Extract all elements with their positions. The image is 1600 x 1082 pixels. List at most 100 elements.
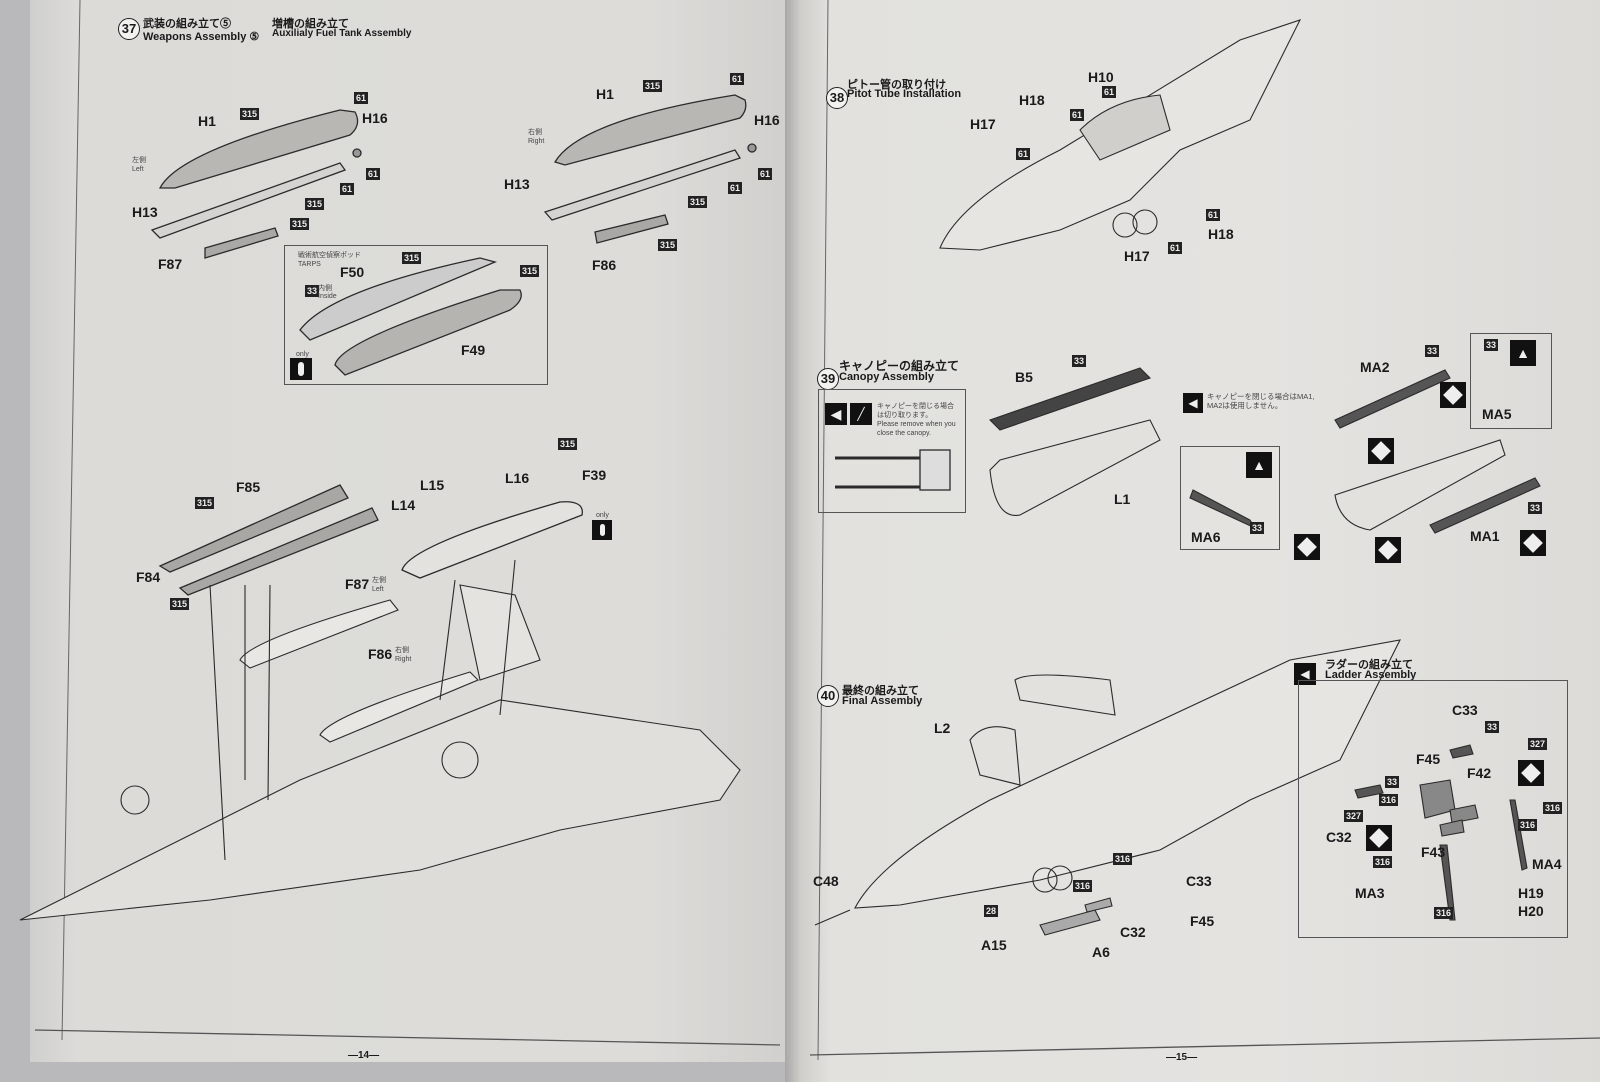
ma6-detail-box — [1180, 446, 1280, 550]
part-label-ma3: MA3 — [1355, 885, 1385, 901]
left-side-label-jp: 左側 — [132, 157, 146, 164]
canopy-drawing — [988, 367, 1541, 534]
part-label-ma6: MA6 — [1191, 529, 1221, 545]
part-label-f50: F50 — [340, 264, 365, 280]
part-label-c33-ladder: C33 — [1452, 702, 1478, 718]
paint-code: 33 — [1250, 522, 1265, 534]
left-side-label-en: Left — [132, 166, 144, 173]
arrow-reference-icon: ◀ — [1294, 663, 1316, 685]
paint-code: 61 — [1016, 148, 1031, 160]
part-label-h18: H18 — [1019, 92, 1045, 108]
paint-code: 315 — [558, 438, 578, 450]
right-footer-line — [809, 1037, 1600, 1056]
step-40-title-jp: 最終の組み立て — [842, 685, 919, 697]
paint-code: 61 — [340, 183, 355, 195]
step-38-number: 38 — [826, 87, 848, 109]
step-37-title-en: Weapons Assembly ⑤ — [143, 31, 260, 43]
paint-code: 61 — [730, 73, 745, 85]
cut-note-en: Please remove when you close the canopy. — [877, 421, 956, 437]
paint-code: 316 — [1434, 907, 1454, 919]
part-label-h10: H10 — [1088, 69, 1114, 85]
paint-code: 33 — [1528, 502, 1543, 514]
closed-canopy-note: キャノピーを閉じる場合はMA1, MA2は使用しません。 — [1207, 392, 1315, 410]
paint-code: 33 — [1485, 721, 1500, 733]
diamond-reference-icon — [1366, 825, 1392, 851]
part-label-f86-lower: F86 — [368, 646, 393, 662]
part-label-h13-left: H13 — [132, 204, 158, 220]
canopy-cut-note-box — [818, 389, 966, 513]
part-label-a6: A6 — [1092, 944, 1110, 960]
book-gutter — [785, 0, 801, 1082]
ma5-detail-box — [1470, 333, 1552, 429]
part-label-f84: F84 — [136, 569, 161, 585]
marking-option-icon — [290, 358, 312, 380]
f87-side-en: Left — [372, 586, 384, 593]
part-label-c32-ladder: C32 — [1326, 829, 1352, 845]
pitot-nose-drawing — [939, 19, 1302, 251]
ladder-detail-box — [1298, 680, 1568, 938]
part-label-l1: L1 — [1114, 491, 1131, 507]
view-direction-icon: ▲ — [1510, 340, 1536, 366]
tarps-title-jp: 戦術航空偵察ポッド — [298, 252, 361, 259]
step-37-subtitle-jp: 増槽の組み立て — [272, 18, 349, 30]
part-label-ma2: MA2 — [1360, 359, 1390, 375]
paint-code: 315 — [240, 108, 260, 120]
part-label-h13-right: H13 — [504, 176, 530, 192]
part-label-l14: L14 — [391, 497, 416, 513]
ladder-drawing — [1354, 744, 1528, 921]
part-label-ma1: MA1 — [1470, 528, 1500, 544]
part-label-f43: F43 — [1421, 844, 1446, 860]
paint-code: 316 — [1373, 856, 1393, 868]
step-39-title-en: Canopy Assembly — [839, 371, 934, 383]
paint-code: 316 — [1518, 819, 1538, 831]
part-label-h19: H19 — [1518, 885, 1544, 901]
f85-pod-drawing — [158, 484, 379, 596]
aircraft-underside-drawing — [19, 559, 741, 921]
paint-code: 33 — [305, 285, 320, 297]
part-label-f39: F39 — [582, 467, 607, 483]
part-label-f86-right: F86 — [592, 257, 617, 273]
arrow-reference-icon: ◀ — [825, 403, 847, 425]
part-label-f49: F49 — [461, 342, 486, 358]
part-label-l15: L15 — [420, 477, 445, 493]
f86-side-en: Right — [395, 656, 412, 663]
paint-code: 316 — [1073, 880, 1093, 892]
paint-code: 61 — [1102, 86, 1117, 98]
only-label: only — [296, 351, 309, 358]
right-page — [790, 0, 1600, 1082]
diamond-reference-icon — [1440, 382, 1466, 408]
part-label-c48: C48 — [813, 873, 839, 889]
inside-label-en: Inside — [318, 293, 337, 300]
part-label-ma5: MA5 — [1482, 406, 1512, 422]
step-39-title-jp: キャノピーの組み立て — [839, 359, 960, 373]
part-label-h16-right: H16 — [754, 112, 780, 128]
part-label-f85: F85 — [236, 479, 261, 495]
right-margin-line — [817, 0, 829, 1061]
left-fuel-tank-drawing — [150, 109, 362, 259]
part-label-a15: A15 — [981, 937, 1007, 953]
paint-code: 327 — [1528, 738, 1548, 750]
part-label-b5: B5 — [1015, 369, 1033, 385]
part-label-c32: C32 — [1120, 924, 1146, 940]
diamond-reference-icon — [1375, 537, 1401, 563]
only-label-lower: only — [596, 512, 609, 519]
f87-side-jp: 左側 — [372, 577, 386, 584]
part-label-f87-left: F87 — [158, 256, 183, 272]
part-label-f87-lower: F87 — [345, 576, 370, 592]
step-37-number: 37 — [118, 18, 140, 40]
tarps-title-en: TARPS — [298, 261, 321, 268]
tarps-detail-box — [284, 245, 548, 385]
part-label-c33: C33 — [1186, 873, 1212, 889]
part-label-f45-ladder: F45 — [1416, 751, 1441, 767]
part-label-l16: L16 — [505, 470, 530, 486]
paint-code: 315 — [643, 80, 663, 92]
paint-code: 315 — [402, 252, 422, 264]
step-37-title-jp: 武装の組み立て⑤ — [143, 18, 231, 30]
diamond-reference-icon — [1520, 530, 1546, 556]
part-label-h1-left: H1 — [198, 113, 216, 129]
paint-code: 28 — [984, 905, 999, 917]
diamond-reference-icon — [1368, 438, 1394, 464]
part-label-ma4: MA4 — [1532, 856, 1562, 872]
diamond-reference-icon — [1518, 760, 1544, 786]
paint-code: 61 — [366, 168, 381, 180]
